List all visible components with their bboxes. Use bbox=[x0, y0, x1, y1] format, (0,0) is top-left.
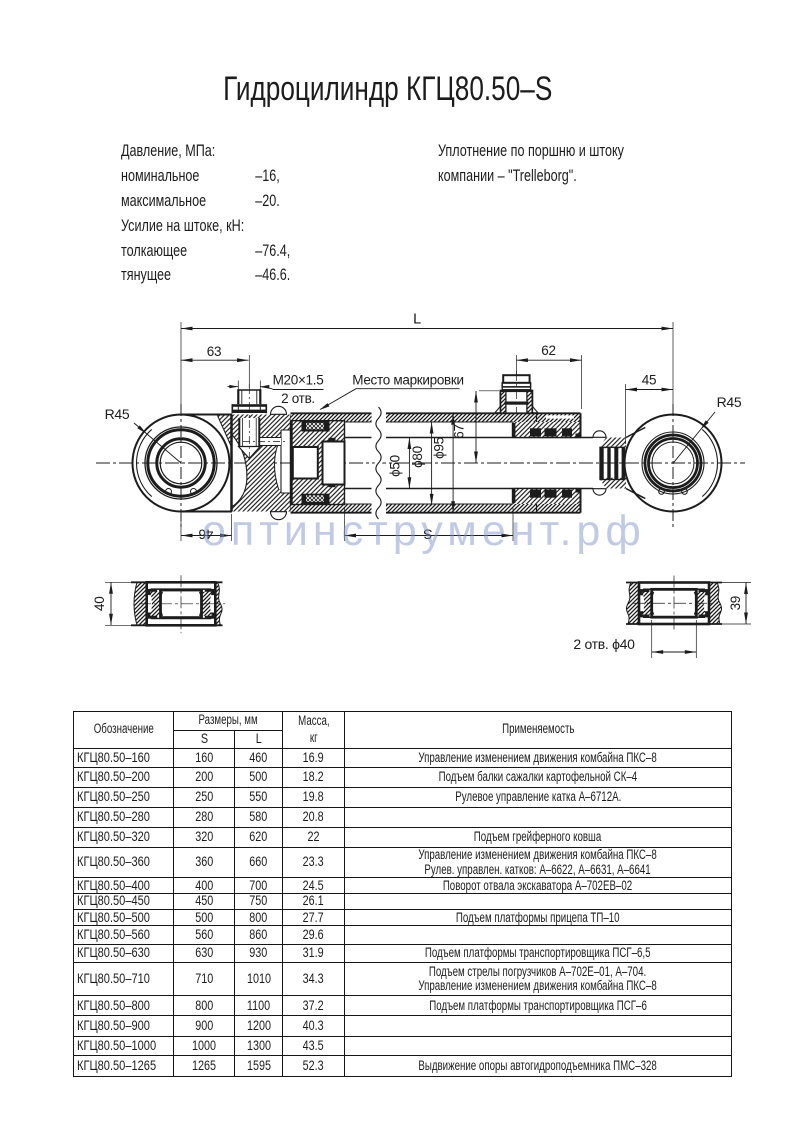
svg-text:63: 63 bbox=[207, 344, 221, 359]
svg-text:M20×1.5: M20×1.5 bbox=[273, 373, 324, 388]
svg-text:39: 39 bbox=[728, 596, 743, 610]
svg-text:40: 40 bbox=[92, 597, 107, 611]
svg-text:ϕ95: ϕ95 bbox=[432, 437, 447, 459]
svg-text:46: 46 bbox=[199, 527, 213, 542]
svg-text:45: 45 bbox=[642, 373, 656, 388]
svg-text:R45: R45 bbox=[105, 406, 130, 422]
svg-text:2 отв. ϕ40: 2 отв. ϕ40 bbox=[573, 636, 635, 652]
svg-text:Место маркировки: Место маркировки bbox=[352, 373, 464, 388]
svg-text:ϕ50: ϕ50 bbox=[388, 455, 403, 477]
svg-text:S: S bbox=[423, 527, 432, 542]
svg-text:62: 62 bbox=[541, 343, 555, 358]
svg-text:2 отв.: 2 отв. bbox=[281, 391, 315, 406]
svg-text:L: L bbox=[413, 312, 421, 328]
svg-text:ϕ80: ϕ80 bbox=[410, 446, 425, 468]
svg-text:R45: R45 bbox=[717, 394, 742, 410]
svg-text:67: 67 bbox=[452, 424, 467, 438]
